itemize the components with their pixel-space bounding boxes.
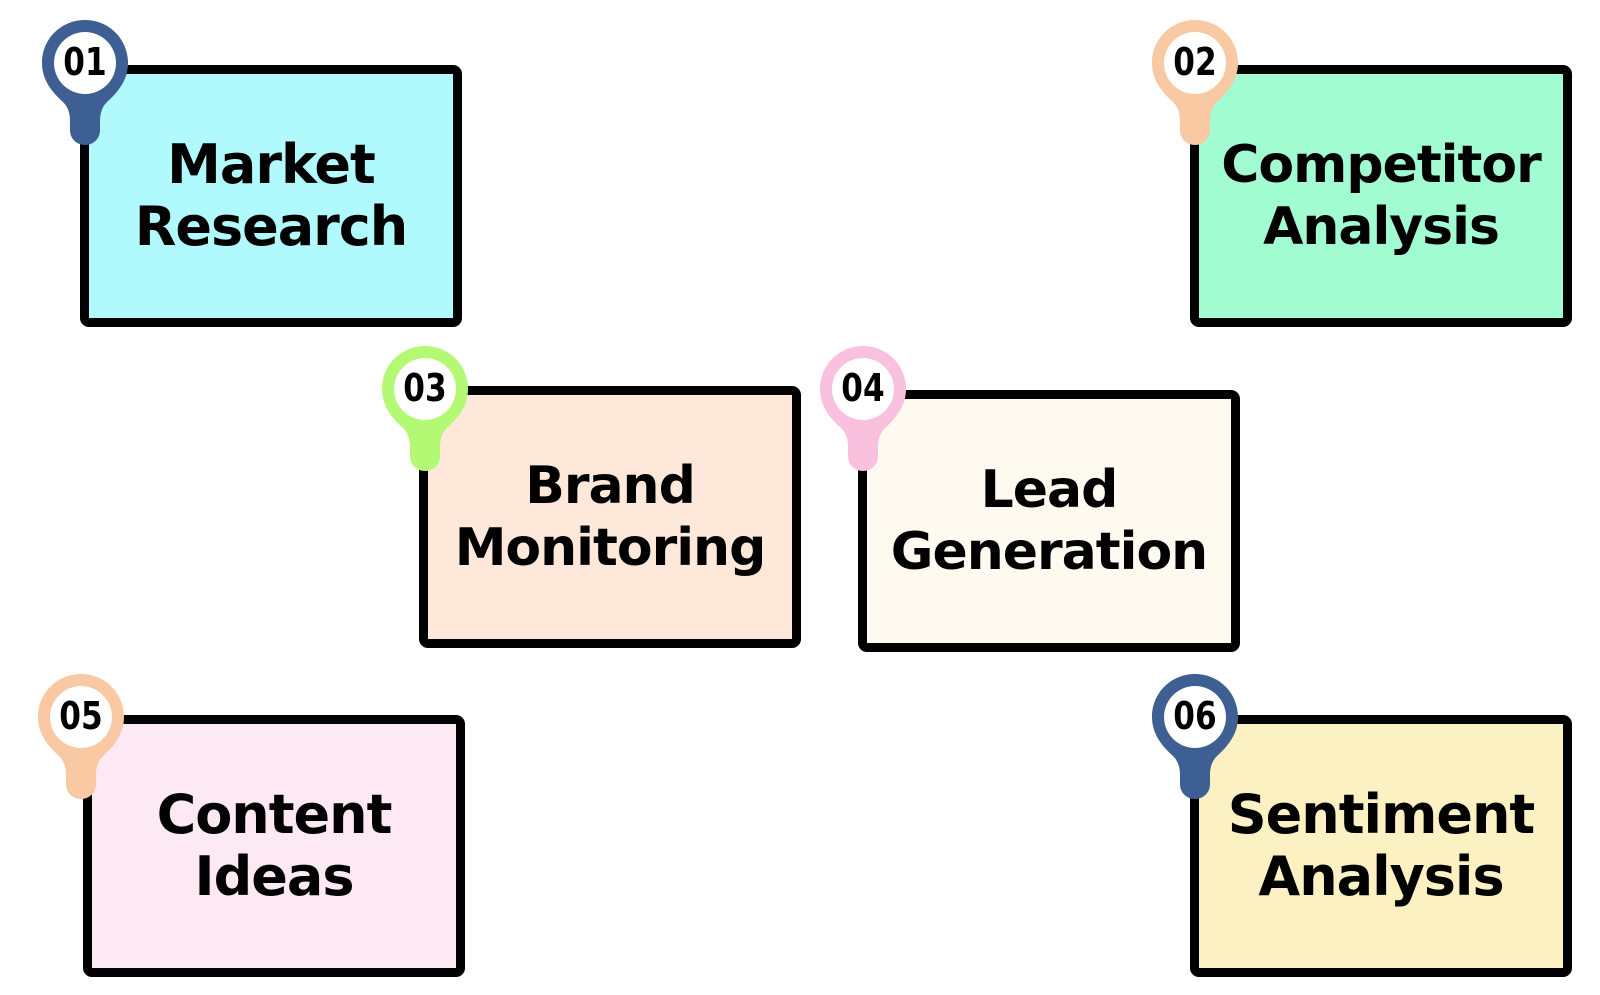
location-pin-icon: 04: [818, 344, 908, 472]
pin-shape: [382, 346, 468, 471]
pin-shape: [820, 346, 906, 471]
card-title-line-1: Sentiment: [1227, 783, 1535, 846]
pin-shape: [1152, 20, 1238, 145]
location-pin-icon: 02: [1150, 18, 1240, 146]
card-title-line-1: Competitor: [1221, 135, 1541, 195]
step-number: 06: [1173, 694, 1217, 738]
card-title-line-2: Generation: [890, 522, 1208, 582]
location-pin-icon: 05: [36, 672, 126, 800]
step-number: 01: [63, 40, 107, 84]
step-number: 03: [403, 366, 447, 410]
card-market-research: Market Research: [80, 65, 462, 327]
card-title-line-2: Monitoring: [454, 518, 767, 578]
card-lead-generation: Lead Generation: [858, 390, 1240, 652]
card-title-line-2: Ideas: [194, 845, 355, 908]
pin-shape: [38, 674, 124, 799]
step-number: 02: [1173, 40, 1217, 84]
card-title-line-2: Analysis: [1258, 845, 1504, 908]
card-title-line-1: Market: [167, 133, 376, 196]
card-brand-monitoring: Brand Monitoring: [419, 386, 801, 648]
card-title-line-1: Lead: [980, 460, 1119, 520]
card-title-line-2: Analysis: [1263, 197, 1500, 257]
card-sentiment-analysis: Sentiment Analysis: [1190, 715, 1572, 977]
card-title-line-1: Brand: [525, 456, 696, 516]
pin-shape: [1152, 674, 1238, 799]
step-number: 05: [59, 694, 103, 738]
card-competitor-analysis: Competitor Analysis: [1190, 65, 1572, 327]
location-pin-icon: 06: [1150, 672, 1240, 800]
pin-shape: [42, 20, 128, 145]
card-title-line-2: Research: [134, 195, 408, 258]
card-title-line-1: Content: [156, 783, 393, 846]
step-number: 04: [841, 366, 885, 410]
location-pin-icon: 01: [40, 18, 130, 146]
card-content-ideas: Content Ideas: [83, 715, 465, 977]
location-pin-icon: 03: [380, 344, 470, 472]
